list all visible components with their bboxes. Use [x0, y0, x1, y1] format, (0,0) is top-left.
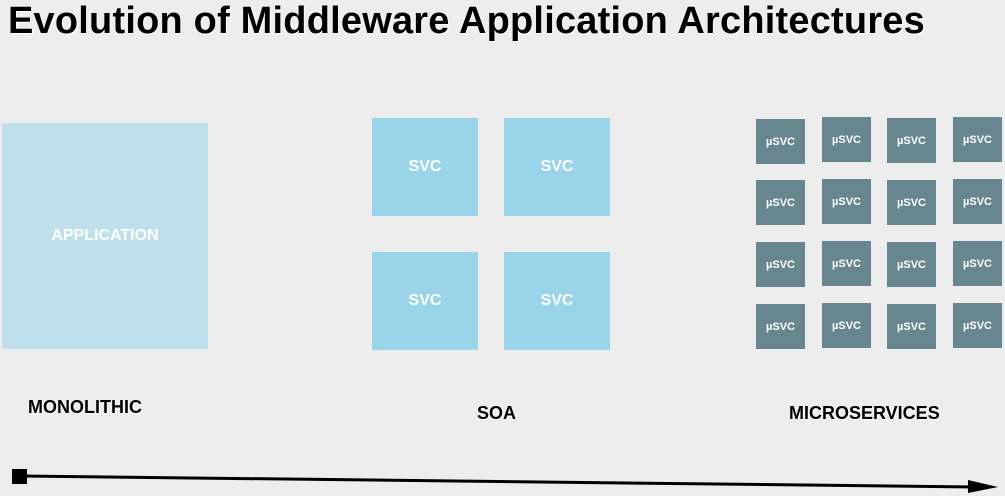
soa-caption: SOA [477, 403, 517, 423]
soa-service-block: SVC [372, 118, 478, 216]
timeline-line [21, 474, 976, 489]
soa-service-block: SVC [372, 252, 478, 350]
microservice-block: µSVC [822, 179, 871, 224]
microservice-block: µSVC [887, 242, 936, 287]
microservice-block: µSVC [822, 241, 871, 286]
timeline-start-marker [12, 469, 27, 484]
monolithic-caption: MONOLITHIC [28, 397, 142, 417]
arrowhead-icon [968, 480, 998, 493]
timeline-arrow [12, 469, 998, 493]
microservice-block: µSVC [756, 304, 805, 349]
microservice-block: µSVC [953, 179, 1002, 224]
microservice-block: µSVC [756, 119, 805, 164]
microservice-block: µSVC [887, 118, 936, 163]
microservice-block: µSVC [822, 117, 871, 162]
microservice-block: µSVC [756, 180, 805, 225]
microservice-block: µSVC [953, 303, 1002, 348]
microservice-block: µSVC [822, 303, 871, 348]
microservice-block: µSVC [953, 241, 1002, 286]
application-block: APPLICATION [2, 123, 208, 349]
microservice-block: µSVC [756, 242, 805, 287]
microservices-caption: MICROSERVICES [789, 403, 940, 423]
microservice-block: µSVC [953, 117, 1002, 162]
soa-service-block: SVC [504, 118, 610, 216]
microservice-block: µSVC [887, 180, 936, 225]
microservice-block: µSVC [887, 304, 936, 349]
page-title: Evolution of Middleware Application Arch… [8, 0, 925, 42]
soa-service-block: SVC [504, 252, 610, 350]
